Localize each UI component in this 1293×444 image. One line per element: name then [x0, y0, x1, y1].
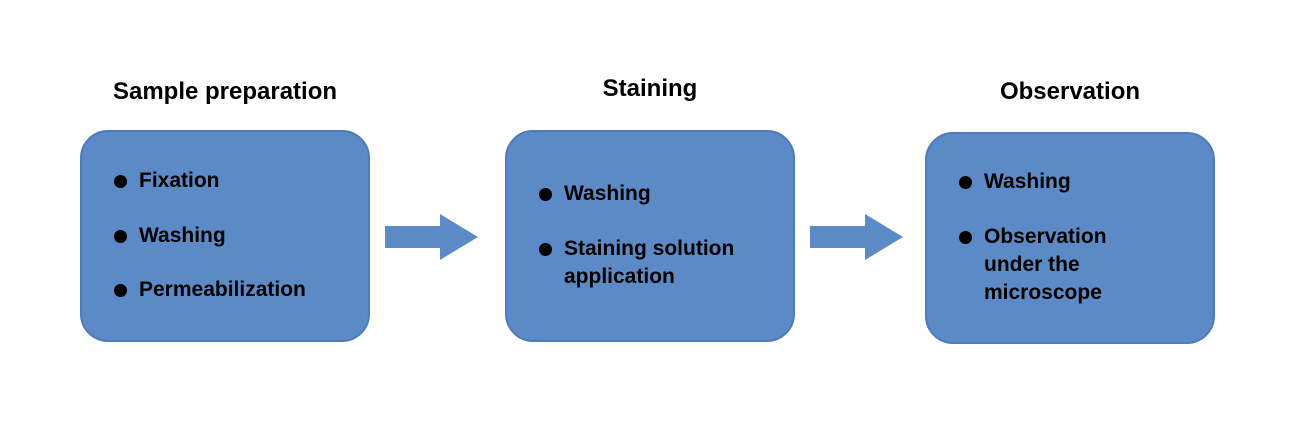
list-item: Permeabilization: [114, 276, 350, 304]
bullet-icon: [114, 175, 127, 189]
bullet-icon: [959, 230, 972, 244]
list-item-label: Washing: [139, 223, 226, 247]
list-item: Washing: [959, 168, 1195, 196]
bullet-icon: [539, 242, 552, 256]
list-item-label: Permeabilization: [139, 278, 306, 302]
list-item-label: Staining solution application: [564, 236, 735, 289]
bullet-icon: [959, 176, 972, 190]
stage-box-sample-preparation: Fixation Washing Permeabilization: [80, 130, 370, 342]
list-item: Staining solution application: [539, 235, 775, 292]
list-item: Washing: [114, 222, 350, 250]
bullet-icon: [114, 229, 127, 243]
stage-title-staining: Staining: [602, 75, 698, 102]
stage-box-observation: Washing Observation under the microscope: [925, 132, 1215, 344]
list-item: Washing: [539, 180, 775, 208]
list-item-label: Washing: [984, 170, 1071, 194]
bullet-icon: [539, 188, 552, 202]
stage-title-sample-preparation: Sample preparation: [112, 78, 338, 105]
list-item-label: Observation under the microscope: [984, 224, 1107, 305]
list-item-label: Washing: [564, 182, 651, 206]
bullet-icon: [114, 284, 127, 298]
list-item: Observation under the microscope: [959, 223, 1195, 308]
stage-title-observation: Observation: [999, 78, 1141, 105]
stage-box-staining: Washing Staining solution application: [505, 130, 795, 342]
list-item-label: Fixation: [139, 169, 220, 193]
list-item: Fixation: [114, 167, 350, 195]
right-arrow-icon: [385, 212, 480, 262]
right-arrow-icon: [810, 212, 905, 262]
